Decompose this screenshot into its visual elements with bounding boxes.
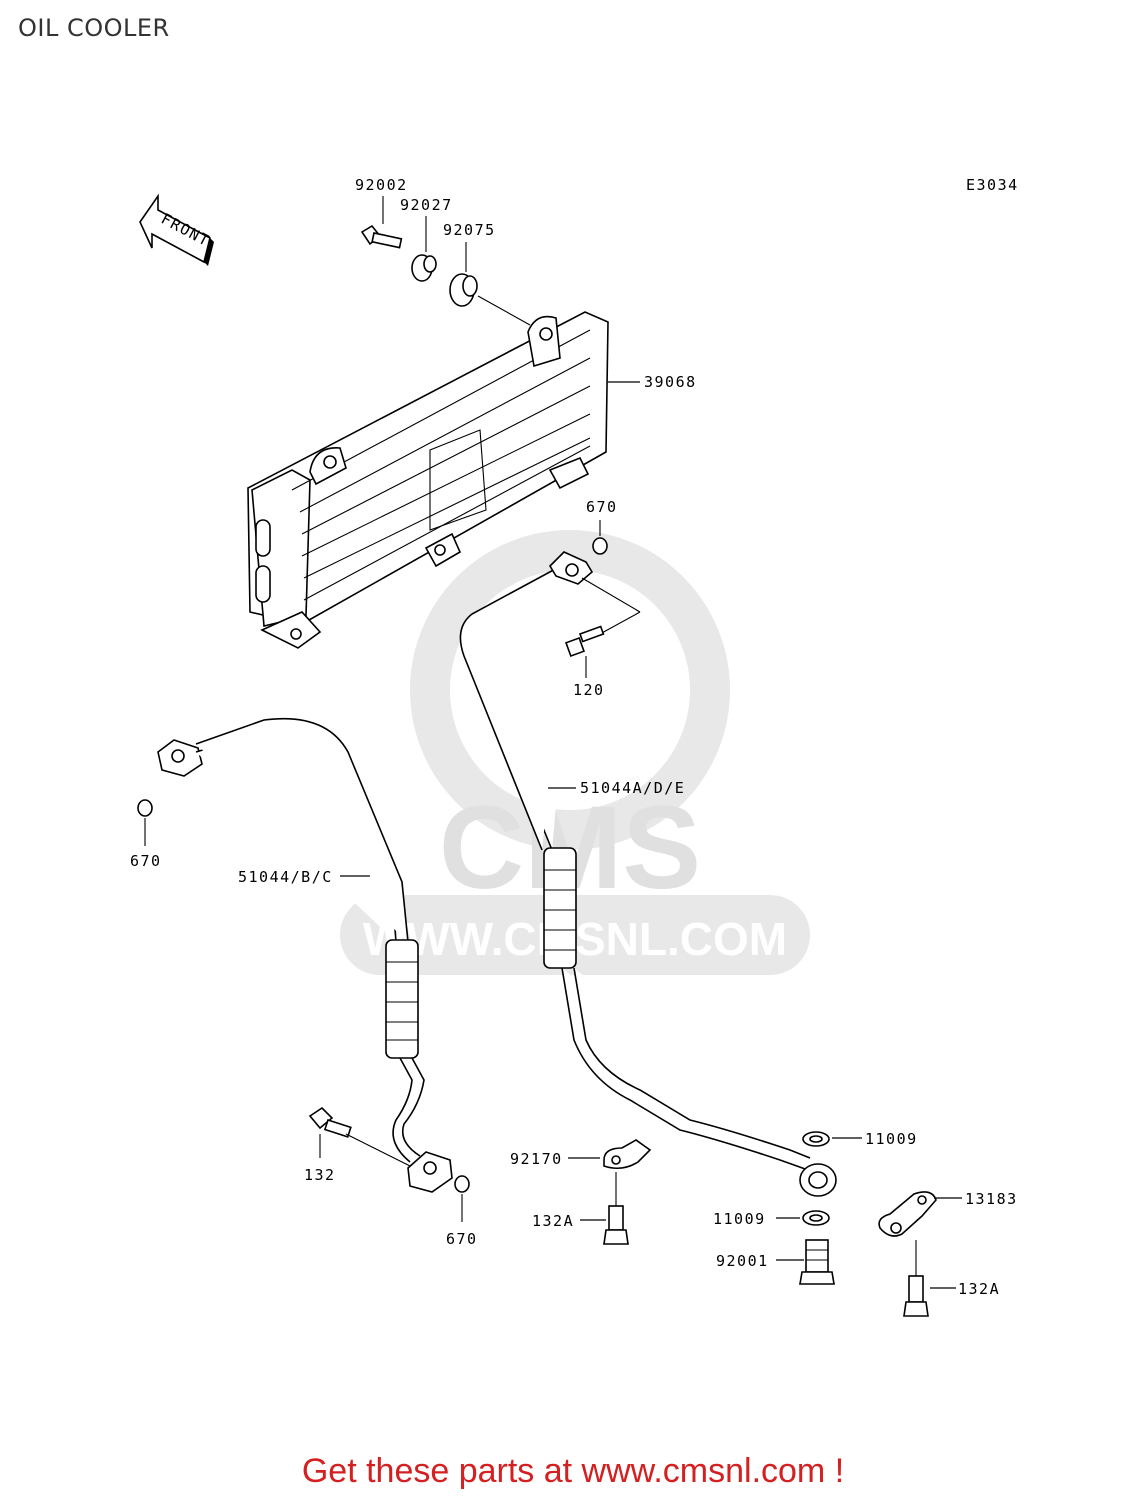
page-title: OIL COOLER [18,14,170,42]
label-92002: 92002 [355,176,408,194]
bracket-13183-icon [878,1191,937,1237]
label-132a-right: 132A [958,1280,1000,1298]
label-92170: 92170 [510,1150,563,1168]
bolt-92002-icon [360,224,403,249]
label-11009-top: 11009 [865,1130,918,1148]
collar-92027-icon [411,254,437,282]
label-92001: 92001 [716,1252,769,1270]
front-arrow-icon: FRONT [139,193,214,266]
oil-cooler-exploded-diagram: CMS WWW.CMSNL.COM FRONT E3034 [130,176,1019,1317]
label-670-top: 670 [586,498,618,516]
label-51044bc: 51044/B/C [238,868,333,886]
label-51044ade: 51044A/D/E [580,779,685,797]
footer-banner-link[interactable]: Get these parts at www.cmsnl.com ! [301,1452,845,1490]
label-670-bottom: 670 [446,1230,478,1248]
label-670-left: 670 [130,852,162,870]
diagram-code: E3034 [966,176,1019,194]
oil-hose-51044bc [157,717,453,1193]
banjo-bolt-92001-icon [799,1239,835,1285]
label-92075: 92075 [443,221,496,239]
label-120: 120 [573,681,605,699]
label-11009-bottom: 11009 [713,1210,766,1228]
bolt-132a-left-icon [603,1205,629,1245]
label-39068: 39068 [644,373,697,391]
bolt-120-icon [565,625,605,657]
oil-cooler-39068 [247,311,609,649]
label-132a-left: 132A [532,1212,574,1230]
washer-11009-bottom-icon [802,1210,830,1226]
clamp-92170-icon [603,1139,652,1170]
label-92027: 92027 [400,196,453,214]
bolt-132a-right-icon [903,1275,929,1317]
label-132: 132 [304,1166,336,1184]
label-13183: 13183 [965,1190,1018,1208]
bolt-132-icon [308,1106,352,1138]
grommet-92075-icon [449,273,478,307]
washer-11009-top-icon [802,1131,830,1147]
oil-hose-51044ade [459,551,837,1197]
